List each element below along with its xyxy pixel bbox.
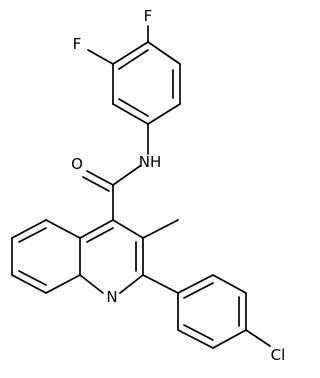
bond: [18, 270, 47, 286]
bond: [245, 329, 271, 347]
bond: [45, 274, 81, 294]
carbonyl-oxygen-label: O: [71, 155, 83, 173]
fluorine-top-label: F: [144, 7, 153, 25]
chemical-structure: F F NH O N Cl: [11, 7, 285, 364]
atom-labels: F F NH O N Cl: [71, 7, 285, 364]
bond: [177, 329, 214, 349]
bond: [87, 49, 114, 65]
bond: [147, 41, 181, 65]
fluorine-left-label: F: [73, 35, 82, 53]
bond: [112, 165, 141, 186]
chlorine-label: Cl: [271, 346, 286, 364]
bond: [11, 274, 47, 294]
bond: [212, 274, 247, 294]
bond: [112, 41, 149, 65]
bond: [79, 219, 114, 239]
bonds: [11, 25, 271, 349]
quinoline-nitrogen-label: N: [106, 288, 117, 306]
bond: [183, 282, 214, 299]
bond: [45, 219, 81, 239]
bond: [112, 219, 144, 239]
bond: [177, 274, 214, 294]
bond: [82, 176, 110, 192]
bond: [79, 274, 104, 294]
bond: [212, 329, 247, 349]
bond: [18, 227, 47, 243]
bond: [183, 324, 214, 341]
bond: [118, 98, 149, 117]
amide-nh-label: NH: [139, 153, 162, 171]
bond: [147, 103, 181, 125]
bond: [118, 49, 149, 70]
bond: [142, 274, 179, 294]
bond: [142, 219, 179, 239]
bond: [86, 227, 114, 243]
bond: [11, 219, 47, 239]
bond: [86, 170, 114, 186]
bond: [119, 274, 144, 294]
bond: [112, 103, 149, 125]
